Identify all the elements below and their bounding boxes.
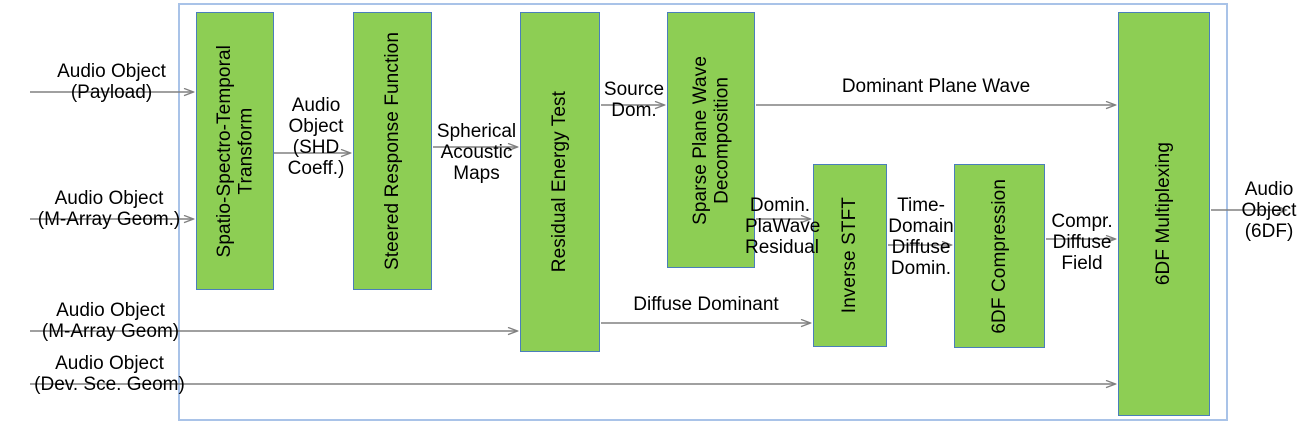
- label-diffuse-dominant: Diffuse Dominant: [633, 294, 779, 315]
- box-sparse-plane-wave-decomposition[interactable]: Sparse Plane Wave Decomposition: [667, 12, 755, 268]
- label-input-payload: Audio Object (Payload): [57, 61, 166, 103]
- label-input-dev-sce-geom: Audio Object (Dev. Sce. Geom): [34, 353, 185, 395]
- label-input-m-array-geom-dot: Audio Object (M-Array Geom.): [37, 188, 181, 230]
- box-label: 6DF Compression: [988, 178, 1010, 334]
- label-time-domain-diffuse-domin: Time- Domain Diffuse Domin.: [888, 195, 954, 279]
- box-spatio-spectro-temporal-transform[interactable]: Spatio-Spectro-Temporal Transform: [196, 12, 274, 290]
- label-spherical-acoustic-maps: Spherical Acoustic Maps: [436, 121, 517, 184]
- diagram-outer-frame: [178, 3, 1228, 421]
- label-dominant-plane-wave: Dominant Plane Wave: [841, 76, 1031, 97]
- box-residual-energy-test[interactable]: Residual Energy Test: [520, 12, 600, 352]
- box-label: Residual Energy Test: [549, 91, 571, 273]
- label-audio-object-shd-coeff: Audio Object (SHD Coeff.): [287, 95, 345, 179]
- label-output-6df: Audio Object (6DF): [1241, 179, 1297, 242]
- box-label: Sparse Plane Wave Decomposition: [689, 55, 732, 225]
- box-label: Steered Response Function: [381, 31, 403, 271]
- label-domin-plawave-residual: Domin. PlaWave Residual: [745, 195, 821, 258]
- box-label: Inverse STFT: [839, 197, 861, 314]
- box-label: Spatio-Spectro-Temporal Transform: [213, 44, 256, 258]
- label-compr-diffuse-field: Compr. Diffuse Field: [1051, 211, 1113, 274]
- box-inverse-stft[interactable]: Inverse STFT: [813, 164, 887, 347]
- label-input-m-array-geom: Audio Object (M-Array Geom): [41, 300, 180, 342]
- box-6df-compression[interactable]: 6DF Compression: [954, 164, 1045, 348]
- box-label: 6DF Multiplexing: [1153, 142, 1175, 286]
- box-6df-multiplexing[interactable]: 6DF Multiplexing: [1118, 12, 1210, 416]
- label-source-dom: Source Dom.: [603, 79, 665, 121]
- box-steered-response-function[interactable]: Steered Response Function: [353, 12, 432, 290]
